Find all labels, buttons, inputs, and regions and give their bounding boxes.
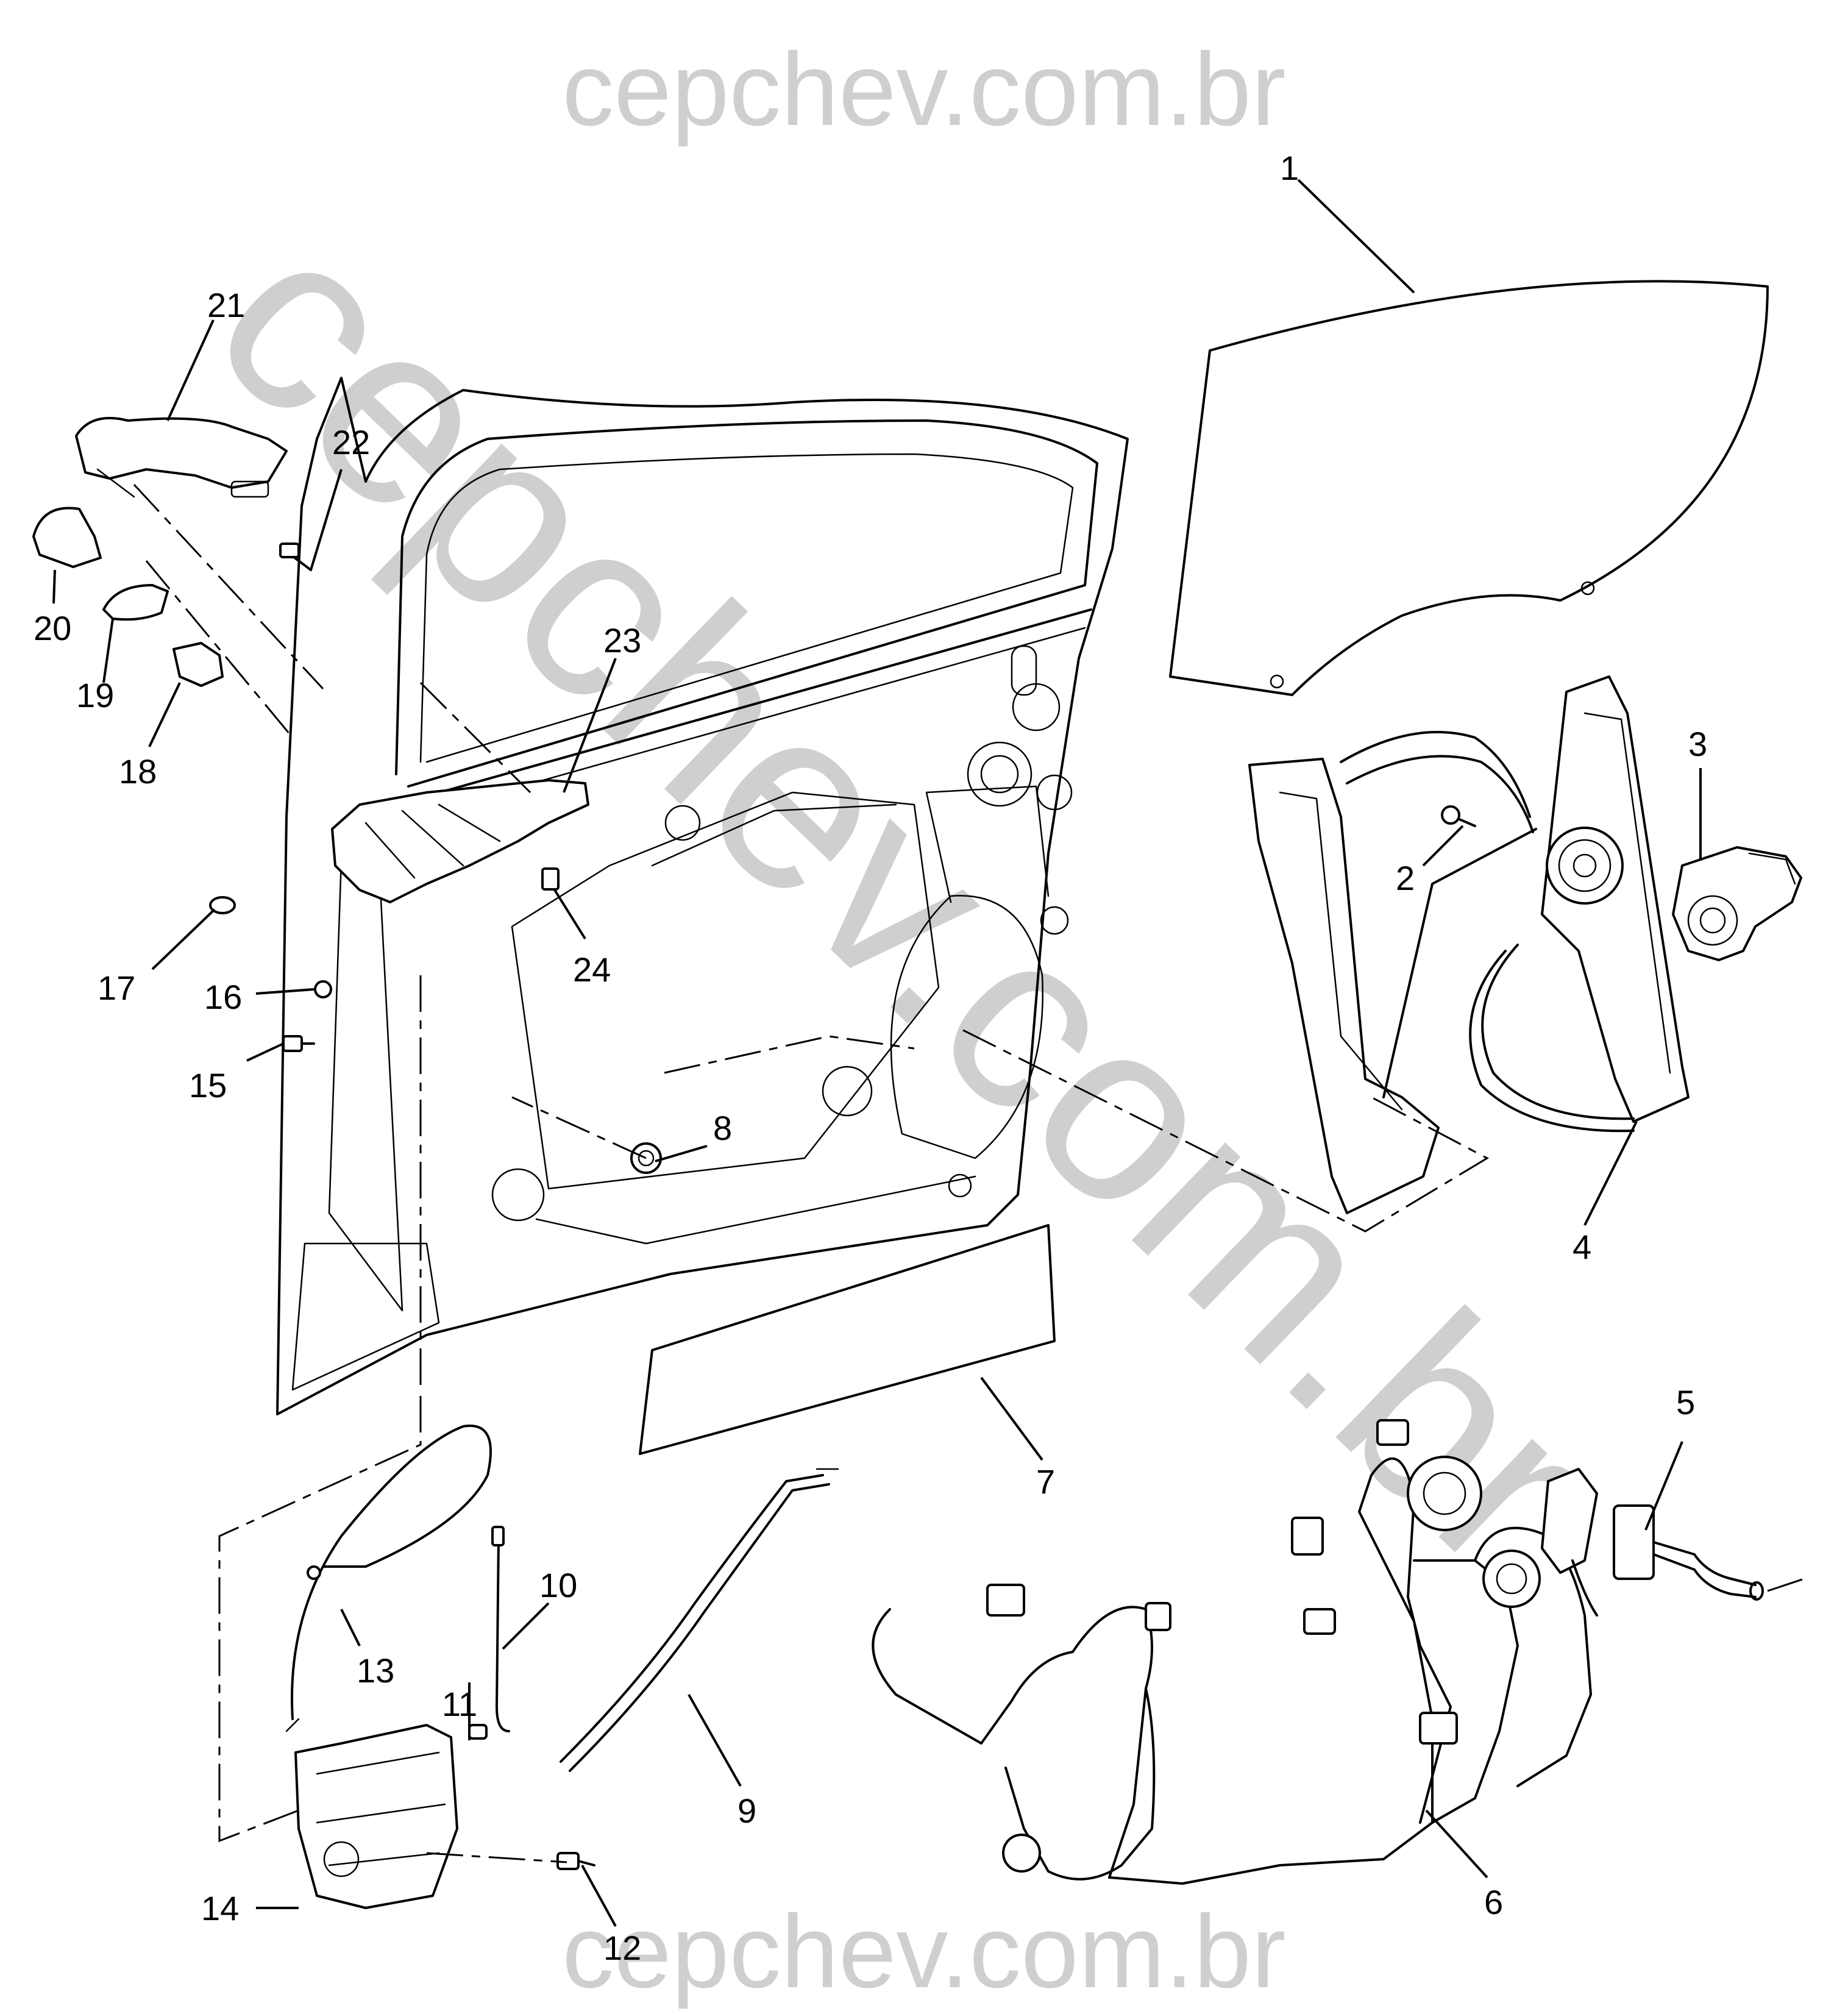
water-deflector-icon: [639, 1224, 1056, 1455]
handle-gasket-icon: [102, 584, 169, 621]
callout-11: 11: [442, 1685, 477, 1723]
handle-cable-icon: [560, 1468, 839, 1772]
callout-1: 1: [1280, 149, 1299, 187]
watermark-top: cepchev.com.br: [562, 32, 1285, 148]
callout-9: 9: [737, 1792, 756, 1830]
bracket-clip-icon: [541, 867, 560, 891]
callout-4: 4: [1573, 1228, 1591, 1266]
regulator-bolt-icon: [1441, 805, 1476, 827]
latch-cable-icon: [285, 1425, 492, 1732]
callout-10: 10: [539, 1566, 577, 1604]
callout-19: 19: [76, 676, 114, 714]
callout-12: 12: [603, 1929, 641, 1967]
handle-bracket-icon: [331, 779, 589, 903]
callout-20: 20: [34, 609, 71, 647]
callout-14: 14: [201, 1889, 239, 1927]
callout-21: 21: [207, 286, 245, 324]
callout-16: 16: [204, 978, 242, 1016]
window-motor-icon: [1672, 846, 1802, 961]
handle-cap-icon: [32, 507, 102, 568]
callout-18: 18: [119, 752, 157, 791]
watermark-bottom: cepchev.com.br: [562, 1894, 1285, 2010]
handle-bolt-icon: [279, 543, 312, 571]
callout-2: 2: [1396, 859, 1415, 897]
plug-icon: [314, 980, 332, 998]
seal-ring-icon: [209, 896, 236, 914]
rod-clip-icon: [468, 1724, 488, 1740]
callout-6: 6: [1484, 1883, 1503, 1921]
callout-17: 17: [98, 969, 135, 1007]
callout-3: 3: [1688, 725, 1707, 763]
outside-handle-icon: [75, 416, 288, 498]
callout-labels: 1 2 3 4 5 6 7 8 9 10 11 12 13 14 15 16 1…: [34, 149, 1707, 1967]
callout-8: 8: [713, 1109, 732, 1147]
callout-23: 23: [603, 621, 641, 660]
latch-bolt-icon: [556, 1852, 595, 1870]
callout-24: 24: [573, 950, 611, 989]
callout-15: 15: [189, 1066, 227, 1105]
lock-rod-icon: [491, 1526, 510, 1732]
window-glass-icon: [1169, 280, 1769, 696]
callout-22: 22: [332, 423, 370, 461]
callout-13: 13: [357, 1651, 394, 1690]
callout-5: 5: [1676, 1383, 1695, 1422]
wiring-harness-icon: [872, 1419, 1598, 1885]
window-regulator-icon: [1248, 675, 1690, 1214]
alignment-lines: [133, 483, 1490, 1863]
door-latch-icon: [294, 1724, 458, 1909]
callout-7: 7: [1036, 1462, 1055, 1501]
harness-connector-icon: [1613, 1504, 1805, 1601]
front-door-inner-panel-icon: [276, 377, 1129, 1415]
leader-lines: [52, 179, 1702, 1927]
lock-cylinder-icon: [172, 642, 224, 687]
screw-icon: [282, 1035, 315, 1052]
